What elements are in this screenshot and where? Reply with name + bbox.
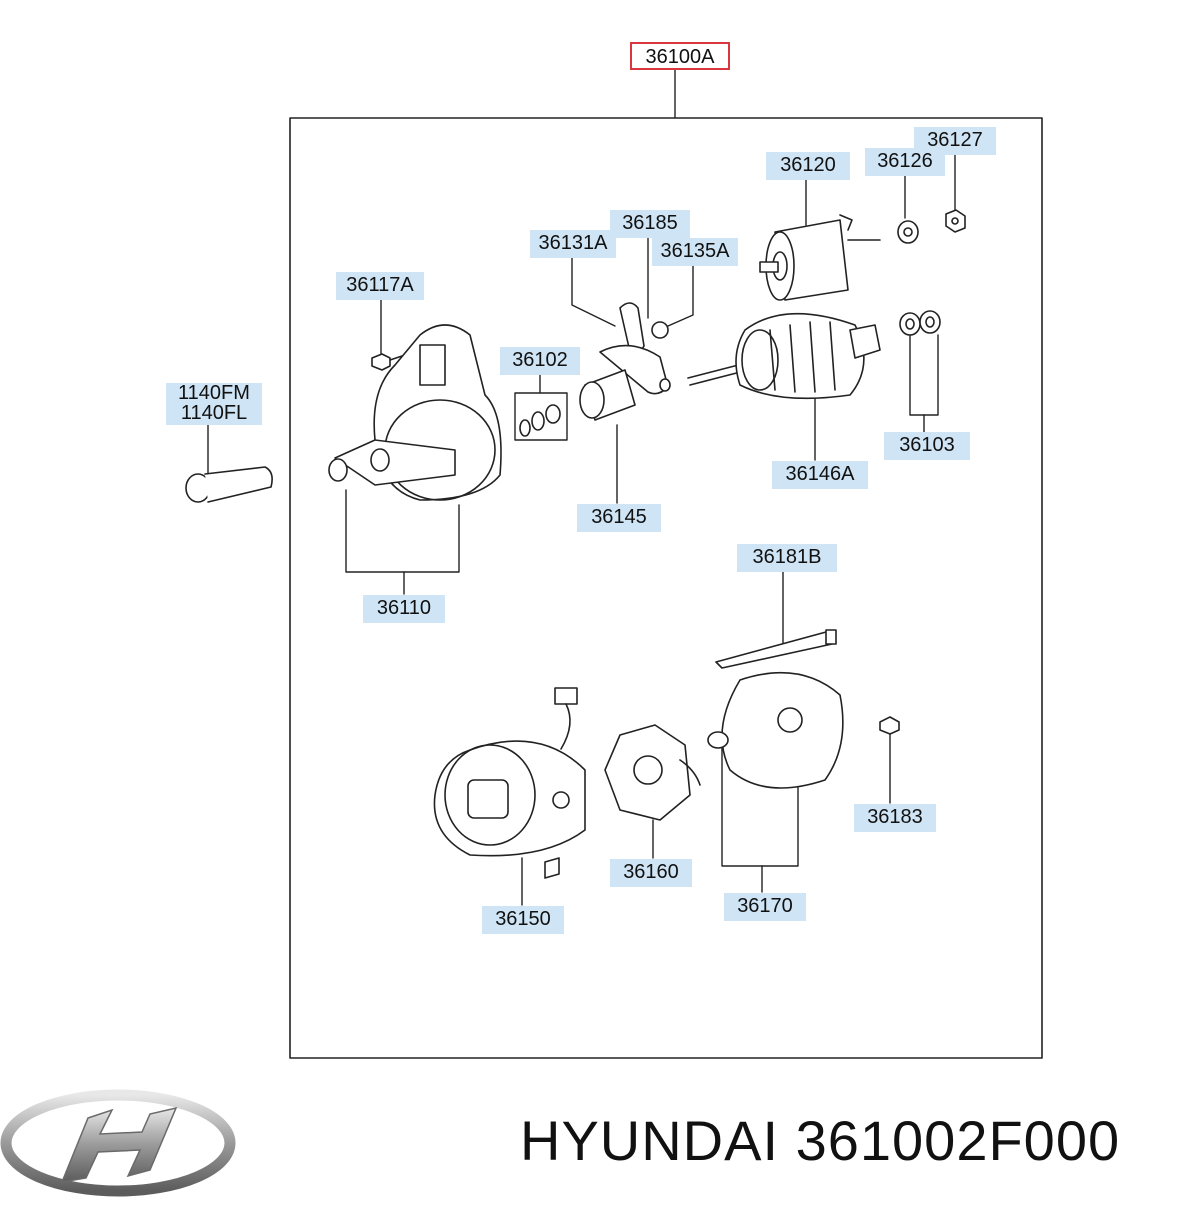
product-title: HYUNDAI 361002F000 bbox=[520, 1108, 1120, 1173]
part-label-1140FM: 1140FM 1140FL bbox=[166, 383, 262, 425]
part-number: 361002F000 bbox=[795, 1109, 1121, 1172]
brush-holder-part bbox=[604, 724, 701, 821]
nut-part bbox=[945, 209, 966, 233]
armature-part bbox=[687, 312, 881, 400]
front-housing-part bbox=[328, 324, 502, 501]
part-label-36126: 36126 bbox=[865, 148, 945, 176]
brand-name: HYUNDAI bbox=[520, 1109, 780, 1172]
part-label-36181B: 36181B bbox=[737, 544, 837, 572]
rear-cover-part bbox=[707, 671, 844, 789]
part-label-36183: 36183 bbox=[854, 804, 936, 832]
part-label-36103: 36103 bbox=[884, 432, 970, 460]
through-bolt-part bbox=[715, 629, 837, 669]
solenoid-part bbox=[759, 214, 881, 301]
ring-set-part bbox=[519, 404, 561, 437]
drive-lever-part bbox=[599, 302, 671, 395]
part-label-36170: 36170 bbox=[724, 893, 806, 921]
hyundai-logo-icon bbox=[0, 1089, 236, 1197]
part-label-36117A: 36117A bbox=[336, 272, 424, 300]
washer-part bbox=[897, 220, 919, 244]
part-label-36131A: 36131A bbox=[530, 230, 616, 258]
part-label-36135A: 36135A bbox=[652, 238, 738, 266]
thrust-washer-part bbox=[899, 310, 941, 336]
small-screw-part bbox=[879, 716, 900, 735]
leader-lines bbox=[207, 67, 956, 906]
part-code-1140FL: 1140FL bbox=[180, 402, 248, 424]
part-label-36110: 36110 bbox=[363, 595, 445, 623]
part-label-36160: 36160 bbox=[610, 859, 692, 887]
part-label-36150: 36150 bbox=[482, 906, 564, 934]
flange-bolt-part bbox=[185, 466, 273, 503]
screw-part bbox=[371, 353, 403, 371]
part-label-36145: 36145 bbox=[577, 504, 661, 532]
part-label-36185: 36185 bbox=[610, 210, 690, 238]
part-label-36120: 36120 bbox=[766, 152, 850, 180]
pinion-clutch-part bbox=[579, 369, 636, 421]
part-code-1140FM: 1140FM bbox=[178, 382, 250, 404]
part-label-36100A: 36100A bbox=[630, 42, 730, 70]
part-label-36146A: 36146A bbox=[772, 461, 868, 489]
yoke-part bbox=[433, 687, 586, 879]
part-label-36102: 36102 bbox=[500, 347, 580, 375]
assembly-frame bbox=[289, 117, 1043, 1059]
